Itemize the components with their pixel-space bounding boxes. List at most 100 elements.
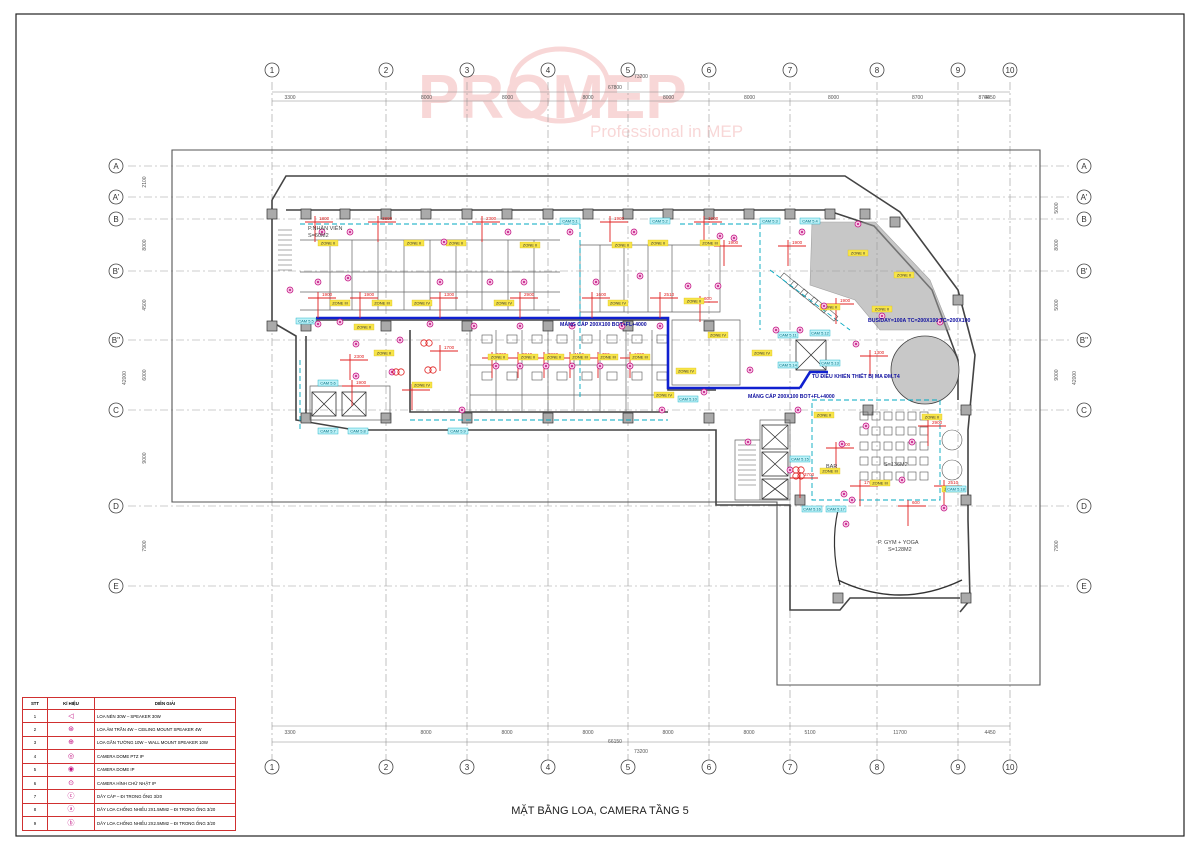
dim-right-span: 5000 — [1054, 299, 1060, 310]
grid-bubble-right: A' — [1076, 189, 1092, 205]
structural-column — [461, 320, 473, 332]
zone-tag-box — [629, 353, 651, 361]
camera-tag-label: CAM 5.6 — [320, 381, 336, 386]
speaker-device-icon — [396, 336, 404, 344]
zone-tag-label: ZONE II — [651, 241, 665, 246]
room-partitions — [300, 239, 791, 501]
grid-bubble-circle — [950, 62, 966, 78]
zone-tag-box — [847, 249, 869, 257]
lounge-table — [895, 441, 905, 451]
zone-tag-label: ZONE II — [817, 413, 831, 418]
structural-column — [832, 592, 844, 604]
zone-tag: ZONE III — [569, 353, 591, 361]
dim-top-total: 73200 — [634, 74, 648, 80]
grid-bubble-circle — [1002, 62, 1018, 78]
grid-bubble-bottom: 3 — [459, 759, 475, 775]
lounge-table — [895, 411, 905, 421]
speaker-device-icon — [730, 234, 738, 242]
cable-note-1: MÁNG CÁP 200X100 BOT+FL+4000 — [560, 321, 647, 328]
camera-tag: CAM 5.15 — [789, 455, 811, 463]
device-dot — [733, 237, 735, 239]
zone-tag-box — [373, 349, 395, 357]
camera-tag-box — [801, 505, 823, 513]
zone-tag: ZONE II — [847, 249, 869, 257]
zone-tag: ZONE IV — [607, 299, 629, 307]
structural-column — [889, 216, 901, 228]
structural-column — [380, 320, 392, 332]
grid-bubble-right: D — [1076, 498, 1092, 514]
dim-right-total: 42000 — [1072, 371, 1078, 385]
zone-tag-label: ZONE III — [632, 355, 648, 360]
zone-tag-label: ZONE II — [925, 415, 939, 420]
zone-tag: ZONE III — [699, 239, 721, 247]
dim-top-span: 8000 — [421, 95, 432, 101]
zone-tag-label: ZONE II — [377, 351, 391, 356]
ceiling-speaker-icon: ⊛ — [68, 726, 74, 734]
grid-bubble-label: 5 — [626, 763, 631, 772]
lounge-table — [871, 456, 881, 466]
camera-tag: CAM 5.13 — [819, 359, 841, 367]
wall-speaker-icon: ⊕ — [68, 739, 74, 747]
grid-bubble-label: 8 — [875, 66, 880, 75]
grid-bubble-left: E — [108, 578, 124, 594]
room-fixture — [531, 334, 543, 344]
camera-device-icon — [566, 228, 574, 236]
grid-bubble-circle — [701, 759, 717, 775]
dim-bottom-span: 8000 — [420, 730, 431, 736]
grid-bubble-bottom: 4 — [540, 759, 556, 775]
zone-tag-label: ZONE IV — [710, 333, 726, 338]
fireproof-cable-icon: ⓐ — [67, 806, 75, 814]
speaker-device-icon — [486, 278, 494, 286]
speaker-device-icon — [714, 282, 722, 290]
zone-tag: ZONE III — [329, 299, 351, 307]
device-dot — [661, 409, 663, 411]
device-dot — [857, 223, 859, 225]
camera-device-icon — [318, 228, 326, 236]
red-dimension-label: 1900 — [322, 292, 333, 297]
zone-tag-label: ZONE IV — [610, 301, 626, 306]
device-dot — [489, 281, 491, 283]
dim-right-span: 7900 — [1054, 540, 1060, 551]
speaker-device-icon — [838, 440, 846, 448]
grid-bubble-circle — [701, 62, 717, 78]
amenity-furniture — [799, 288, 819, 306]
room-fixture — [631, 334, 643, 344]
device-dot — [317, 281, 319, 283]
dim-top-span: 8000 — [502, 95, 513, 101]
dim-top-span: 8000 — [744, 95, 755, 101]
legend-row: 1◁LOA NÉN 30W – SPEAKER 30W — [22, 708, 236, 724]
grid-bubble-bottom: 9 — [950, 759, 966, 775]
dim-bottom-span: 8000 — [501, 730, 512, 736]
device-dot — [321, 231, 323, 233]
structural-column — [339, 208, 351, 220]
speaker-device-icon — [746, 366, 754, 374]
grid-bubble-circle — [620, 62, 636, 78]
zone-tag: ZONE II — [893, 271, 915, 279]
camera-tag-box — [799, 217, 821, 225]
device-dot — [901, 479, 903, 481]
grid-bubble-circle — [264, 759, 280, 775]
grid-bubble-circle — [1076, 158, 1092, 174]
dim-bottom-span: 11700 — [893, 730, 907, 736]
watermark-tagline: Professional in MEP — [590, 122, 743, 141]
camera-tag-label: CAM 5.5 — [298, 319, 314, 324]
legend-no: 6 — [22, 775, 48, 791]
speaker-device-icon — [458, 406, 466, 414]
lounge-table — [871, 441, 881, 451]
camera-tag: CAM 5.7 — [317, 427, 339, 435]
lounge-table — [919, 441, 929, 451]
room-fixture — [656, 371, 668, 381]
legend-no: 2 — [22, 722, 48, 737]
dim-left-span: 2100 — [142, 176, 148, 187]
camera-tag-label: CAM 5.9 — [450, 429, 466, 434]
dim-top-span: 8000 — [828, 95, 839, 101]
device-dot — [855, 343, 857, 345]
device-dot — [719, 235, 721, 237]
room-fixture — [506, 371, 518, 381]
cable-note-2: MÁNG CÁP 200X100 BOT+FL+4000 — [748, 393, 835, 400]
zone-tag-label: ZONE II — [875, 307, 889, 312]
grid-bubble-top: 10 — [1002, 62, 1018, 78]
